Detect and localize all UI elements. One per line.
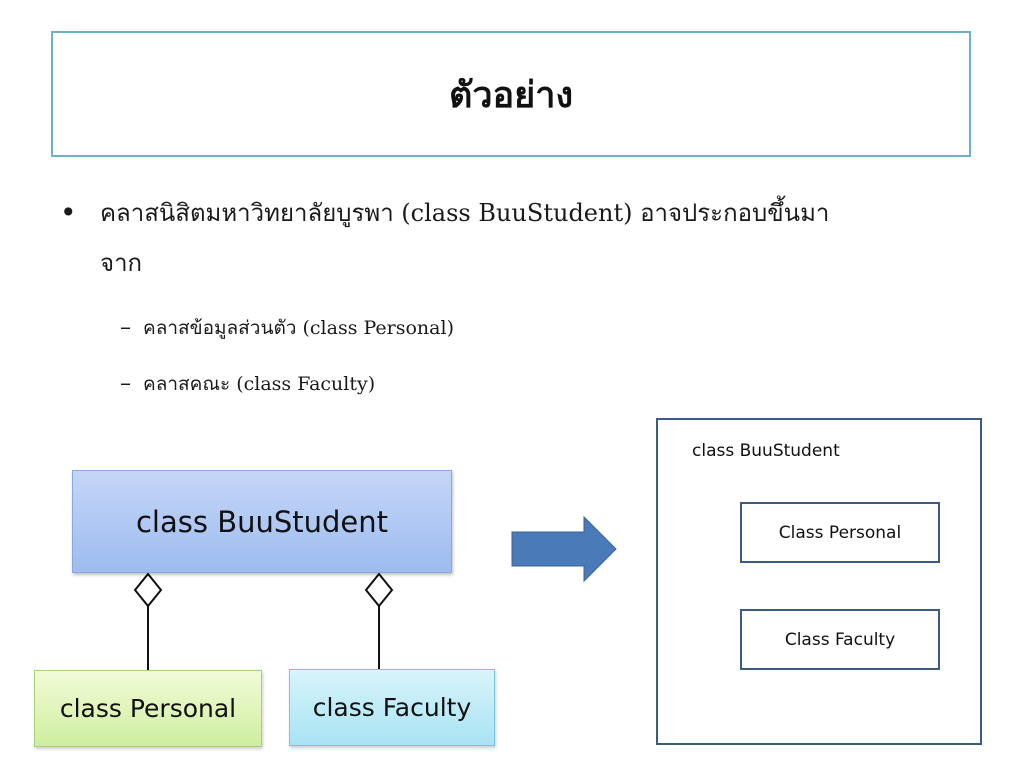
sub-bullet-faculty: – คลาสคณะ (class Faculty)	[60, 356, 960, 412]
bullet-main: • คลาสนิสิตมหาวิทยาลัยบูรพา (class BuuSt…	[60, 188, 960, 288]
uml-box-personal: class Personal	[34, 670, 262, 747]
composition-outer-box	[656, 418, 982, 745]
sub-bullet-faculty-text: คลาสคณะ (class Faculty)	[143, 373, 376, 395]
right-arrow-icon	[511, 515, 617, 583]
composition-inner-faculty: Class Faculty	[740, 609, 940, 670]
uml-box-faculty: class Faculty	[289, 669, 495, 746]
composition-outer-label: class BuuStudent	[692, 441, 840, 461]
uml-box-personal-label: class Personal	[59, 694, 237, 723]
dash-icon: –	[120, 371, 131, 396]
bullet-main-line-1: คลาสนิสิตมหาวิทยาลัยบูรพา (class BuuStud…	[100, 199, 830, 227]
title-box: ตัวอย่าง	[51, 31, 971, 157]
composition-inner-faculty-label: Class Faculty	[784, 629, 896, 650]
diamond-personal-icon	[133, 572, 163, 608]
diamond-faculty-icon	[364, 572, 394, 608]
uml-box-buustudent-label: class BuuStudent	[135, 504, 389, 539]
composition-inner-personal-label: Class Personal	[778, 522, 902, 543]
sub-bullet-personal-text: คลาสข้อมูลส่วนตัว (class Personal)	[143, 317, 454, 339]
bullet-list: • คลาสนิสิตมหาวิทยาลัยบูรพา (class BuuSt…	[60, 188, 960, 412]
uml-box-faculty-label: class Faculty	[312, 693, 472, 722]
sub-bullet-personal: – คลาสข้อมูลส่วนตัว (class Personal)	[60, 300, 960, 356]
uml-box-buustudent: class BuuStudent	[72, 470, 452, 573]
bullet-main-line-2: จาก	[100, 249, 143, 277]
page-title: ตัวอย่าง	[448, 73, 574, 116]
bullet-dot-icon: •	[60, 196, 77, 229]
composition-inner-personal: Class Personal	[740, 502, 940, 563]
dash-icon: –	[120, 315, 131, 340]
